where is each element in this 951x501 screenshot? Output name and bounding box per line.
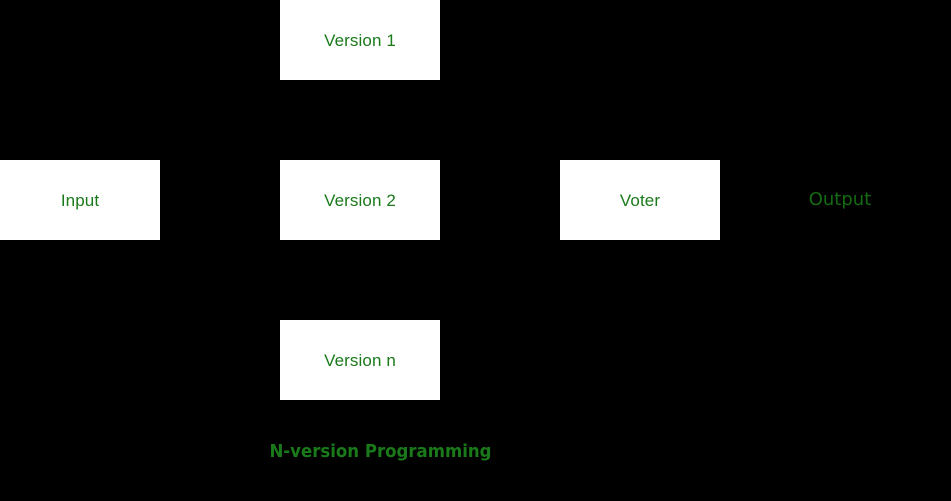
edge-version-1-to-voter	[440, 39, 560, 201]
edge-version-n-to-voter	[440, 199, 560, 361]
node-input[interactable]: Input	[0, 160, 160, 240]
node-voter[interactable]: Voter	[560, 160, 720, 240]
node-version-1-label: Version 1	[324, 30, 396, 50]
node-version-2-label: Version 2	[324, 190, 396, 210]
edge-input-to-version-n	[160, 199, 280, 361]
node-voter-label: Voter	[619, 190, 661, 210]
edge-input-to-version-1	[160, 39, 280, 201]
node-output-label: Output	[808, 189, 872, 210]
node-version-2[interactable]: Version 2	[280, 160, 440, 240]
node-input-label: Input	[60, 190, 100, 210]
node-version-1[interactable]: Version 1	[280, 0, 440, 80]
diagram-caption: N-version Programming	[269, 441, 492, 462]
node-version-n[interactable]: Version n	[280, 320, 440, 400]
node-version-n-label: Version n	[324, 350, 396, 370]
